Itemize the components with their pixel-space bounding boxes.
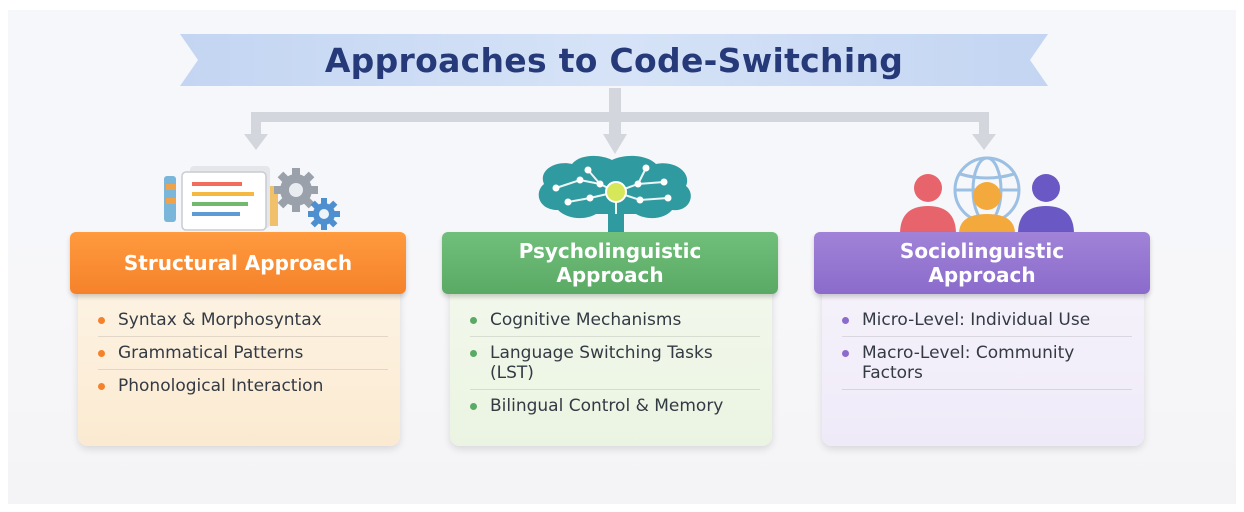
title-banner: Approaches to Code-Switching bbox=[180, 30, 1048, 90]
list-item: Cognitive Mechanisms bbox=[470, 304, 760, 337]
list-item: Phonological Interaction bbox=[98, 370, 388, 402]
bullet-icon bbox=[470, 403, 477, 410]
list-item: Micro-Level: Individual Use bbox=[842, 304, 1132, 337]
card-title: Structural Approach bbox=[70, 232, 406, 294]
item-label: Phonological Interaction bbox=[118, 376, 324, 396]
item-list: Syntax & Morphosyntax Grammatical Patter… bbox=[98, 304, 388, 402]
bullet-icon bbox=[98, 383, 105, 390]
card-body bbox=[450, 288, 772, 446]
item-label: Macro-Level: Community Factors bbox=[862, 343, 1075, 383]
bullet-icon bbox=[470, 350, 477, 357]
list-item: Bilingual Control & Memory bbox=[470, 390, 760, 422]
brain-network-icon bbox=[538, 155, 691, 232]
structural-approach-card: Structural Approach Syntax & Morphosynta… bbox=[70, 232, 406, 446]
item-label: Grammatical Patterns bbox=[118, 343, 304, 363]
card-title-text: Sociolinguistic Approach bbox=[899, 239, 1065, 287]
bullet-icon bbox=[470, 317, 477, 324]
list-item: Language Switching Tasks (LST) bbox=[470, 337, 760, 390]
card-title: Sociolinguistic Approach bbox=[814, 232, 1150, 294]
item-list: Cognitive Mechanisms Language Switching … bbox=[470, 304, 760, 422]
card-body bbox=[822, 288, 1144, 446]
bullet-icon bbox=[98, 317, 105, 324]
card-title-text: Psycholinguistic Approach bbox=[518, 239, 702, 287]
list-item: Syntax & Morphosyntax bbox=[98, 304, 388, 337]
item-label: Micro-Level: Individual Use bbox=[862, 310, 1091, 330]
bullet-icon bbox=[98, 350, 105, 357]
bullet-icon bbox=[842, 350, 849, 357]
item-label: Bilingual Control & Memory bbox=[490, 396, 724, 416]
people-globe-icon bbox=[900, 156, 1074, 234]
document-gears-icon bbox=[164, 166, 340, 231]
psycholinguistic-approach-card: Psycholinguistic Approach Cognitive Mech… bbox=[442, 232, 778, 446]
item-label: Syntax & Morphosyntax bbox=[118, 310, 322, 330]
item-label: Language Switching Tasks (LST) bbox=[490, 343, 713, 383]
card-body bbox=[78, 288, 400, 446]
item-label: Cognitive Mechanisms bbox=[490, 310, 682, 330]
card-title: Psycholinguistic Approach bbox=[442, 232, 778, 294]
bullet-icon bbox=[842, 317, 849, 324]
ribbon-shape bbox=[180, 34, 1048, 86]
diagram-title: Approaches to Code-Switching bbox=[324, 40, 904, 80]
item-list: Micro-Level: Individual Use Macro-Level:… bbox=[842, 304, 1132, 390]
sociolinguistic-approach-card: Sociolinguistic Approach Micro-Level: In… bbox=[814, 232, 1150, 446]
list-item: Grammatical Patterns bbox=[98, 337, 388, 370]
list-item: Macro-Level: Community Factors bbox=[842, 337, 1132, 390]
